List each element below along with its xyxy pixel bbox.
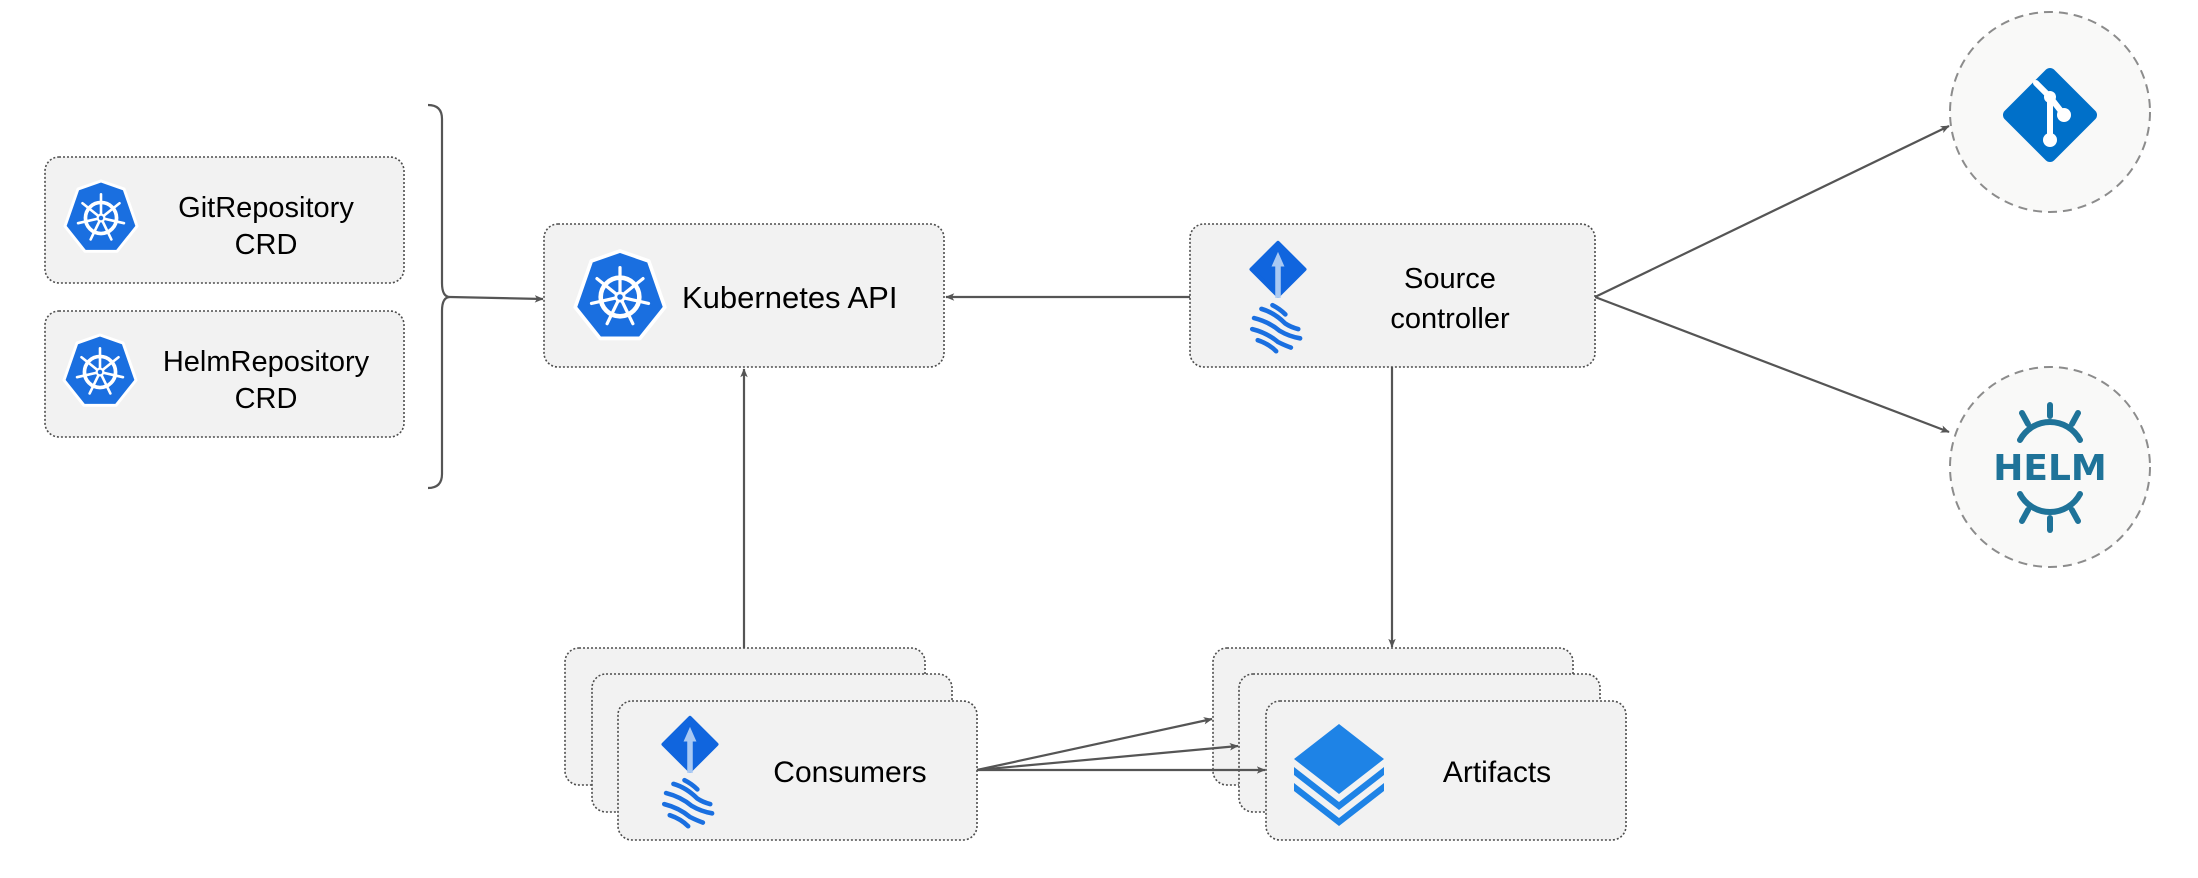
- consumers-label: Consumers: [773, 756, 926, 789]
- layers-icon: [1294, 724, 1384, 826]
- helm-repository-crd-node[interactable]: HelmRepository CRD: [44, 310, 405, 438]
- edge-crds-to-kubernetes-api: [449, 295, 544, 303]
- helm-repository-crd-label-line2: CRD: [235, 383, 298, 415]
- edge-source-to-helm: [1594, 295, 1950, 434]
- helm-icon: [2017, 402, 2083, 533]
- edge-consumers-to-artifacts-1: [976, 717, 1213, 772]
- git-repository-crd-label-line2: CRD: [235, 229, 298, 261]
- git-node[interactable]: [1949, 11, 2151, 213]
- kubernetes-api-node[interactable]: Kubernetes API: [543, 223, 945, 368]
- source-controller-node[interactable]: Source controller: [1189, 223, 1596, 368]
- kubernetes-icon: [62, 333, 138, 408]
- kubernetes-icon: [575, 251, 665, 338]
- helm-node[interactable]: HELM: [1949, 366, 2151, 568]
- edge-source-to-git: [1594, 125, 1950, 298]
- source-controller-label-line1: Source: [1404, 263, 1496, 295]
- edge-consumers-to-artifacts-2: [976, 743, 1239, 772]
- kubernetes-api-label: Kubernetes API: [682, 280, 897, 315]
- helm-repository-crd-label-line1: HelmRepository: [163, 346, 370, 378]
- source-controller-label-line2: controller: [1390, 303, 1510, 335]
- artifacts-node[interactable]: Artifacts: [1212, 647, 1627, 841]
- kubernetes-icon: [63, 179, 139, 254]
- brace: [427, 103, 451, 490]
- git-icon: [2002, 67, 2098, 163]
- git-repository-crd-node[interactable]: GitRepository CRD: [44, 156, 405, 284]
- artifacts-label: Artifacts: [1443, 756, 1551, 789]
- git-repository-crd-label-line1: GitRepository: [178, 192, 354, 224]
- consumers-node[interactable]: Consumers: [564, 647, 978, 841]
- helm-logo-text: HELM: [1993, 448, 2106, 489]
